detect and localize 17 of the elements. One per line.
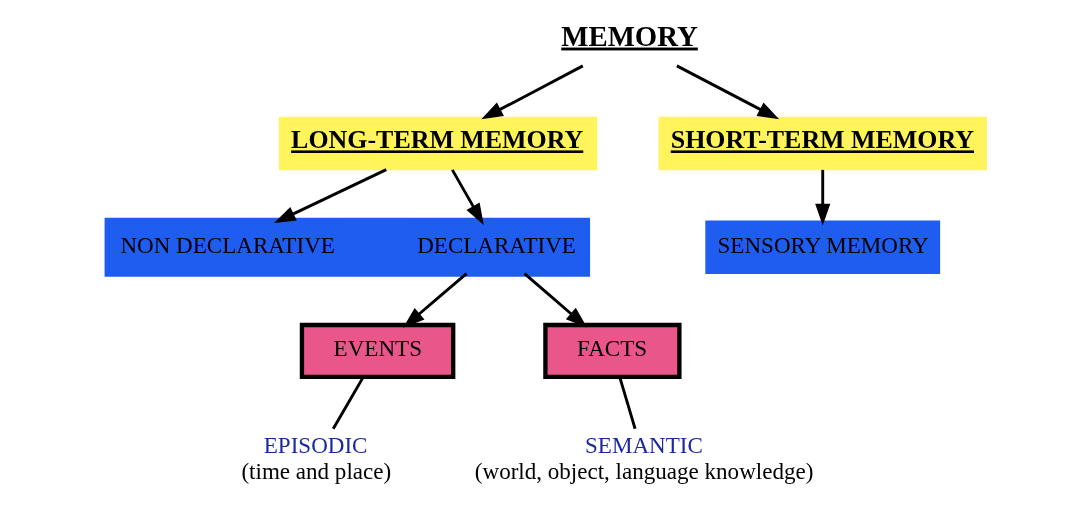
arrow (450, 169, 484, 225)
arrow (814, 169, 830, 226)
arrow (675, 64, 779, 120)
node-box: SHORT-TERM MEMORY (658, 116, 987, 171)
node-text: SEMANTIC (world, object, language knowledge) (474, 431, 813, 484)
node-text: DECLARATIVE (416, 231, 576, 258)
connector (617, 376, 636, 430)
node-text: EPISODIC (time and place) (240, 431, 391, 484)
node-box: LONG-TERM MEMORY (278, 116, 597, 171)
node-text: NON DECLARATIVE (119, 231, 335, 258)
arrow (480, 64, 583, 120)
node-text: MEMORY (560, 19, 698, 52)
node-box: EVENTS (299, 322, 455, 380)
arrow (273, 168, 387, 224)
node-box: SENSORY MEMORY (704, 220, 940, 274)
connector (331, 376, 364, 430)
node-box: FACTS (542, 322, 682, 380)
